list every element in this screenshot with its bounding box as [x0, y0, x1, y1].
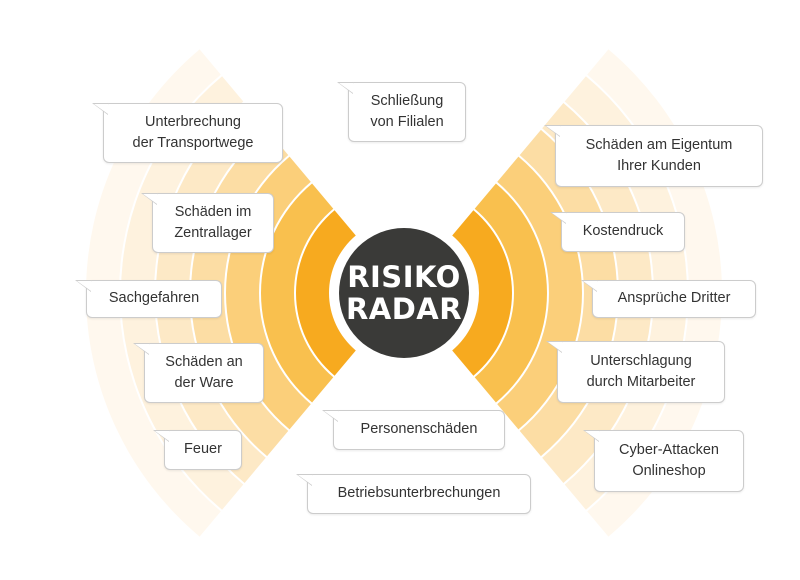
bubble-kostendruck: Kostendruck [550, 212, 685, 252]
bubble-tail [581, 280, 597, 292]
label-schliessung-filialen: Schließung von Filialen [370, 92, 444, 130]
label-kostendruck: Kostendruck [582, 223, 664, 240]
bubble-tail [550, 212, 566, 224]
ring-2-left-arc [261, 183, 334, 403]
bubble-sachgefahren: Sachgefahren [75, 280, 222, 318]
label-personenschaeden: Personenschäden [360, 421, 478, 438]
bubble-tail [544, 125, 560, 137]
bubble-schaeden-eigentum-kunden: Schäden am Eigentum Ihrer Kunden [544, 125, 763, 187]
bubble-tail [133, 343, 149, 355]
center-title-line1: RISIKO [347, 260, 461, 294]
label-unterbrechung-transportwege: Unterbrechung der Transportwege [132, 113, 254, 151]
bubble-unterschlagung-mitarbeiter: Unterschlagung durch Mitarbeiter [546, 341, 725, 403]
label-schaeden-zentrallager: Schäden im Zentrallager [174, 203, 252, 241]
label-sachgefahren: Sachgefahren [108, 290, 200, 307]
bubble-tail [141, 193, 157, 205]
bubble-tail [322, 410, 338, 422]
bubble-feuer: Feuer [153, 430, 242, 470]
bubble-tail [153, 430, 169, 442]
bubble-tail [75, 280, 91, 292]
bubble-schaeden-zentrallager: Schäden im Zentrallager [141, 193, 274, 253]
label-schaeden-ware: Schäden an der Ware [165, 353, 243, 391]
label-feuer: Feuer [184, 441, 222, 458]
center-title-line2: RADAR [345, 292, 463, 326]
bubble-cyber-attacken: Cyber-Attacken Onlineshop [583, 430, 744, 492]
bubble-schliessung-filialen: Schließung von Filialen [337, 82, 466, 142]
bubble-tail [92, 103, 108, 115]
label-unterschlagung-mitarbeiter: Unterschlagung durch Mitarbeiter [586, 352, 696, 390]
bubble-ansprueche-dritter: Ansprüche Dritter [581, 280, 756, 318]
bubble-tail [583, 430, 599, 442]
bubble-schaeden-ware: Schäden an der Ware [133, 343, 264, 403]
label-schaeden-eigentum-kunden: Schäden am Eigentum Ihrer Kunden [585, 136, 733, 174]
bubble-tail [296, 474, 312, 486]
label-ansprueche-dritter: Ansprüche Dritter [617, 290, 731, 307]
bubble-tail [337, 82, 353, 94]
label-betriebsunterbrechungen: Betriebsunterbrechungen [337, 485, 501, 502]
bubble-unterbrechung-transportwege: Unterbrechung der Transportwege [92, 103, 283, 163]
bubble-personenschaeden: Personenschäden [322, 410, 505, 450]
ring-7-left-arc [85, 49, 221, 537]
label-cyber-attacken: Cyber-Attacken Onlineshop [619, 441, 719, 479]
bubble-tail [546, 341, 562, 353]
ring-2-right-arc [474, 183, 547, 403]
ring-1-left-arc [296, 210, 356, 376]
bubble-betriebsunterbrechungen: Betriebsunterbrechungen [296, 474, 531, 514]
risiko-radar-center: RISIKO RADAR [339, 228, 469, 358]
ring-1-right-arc [452, 210, 512, 376]
